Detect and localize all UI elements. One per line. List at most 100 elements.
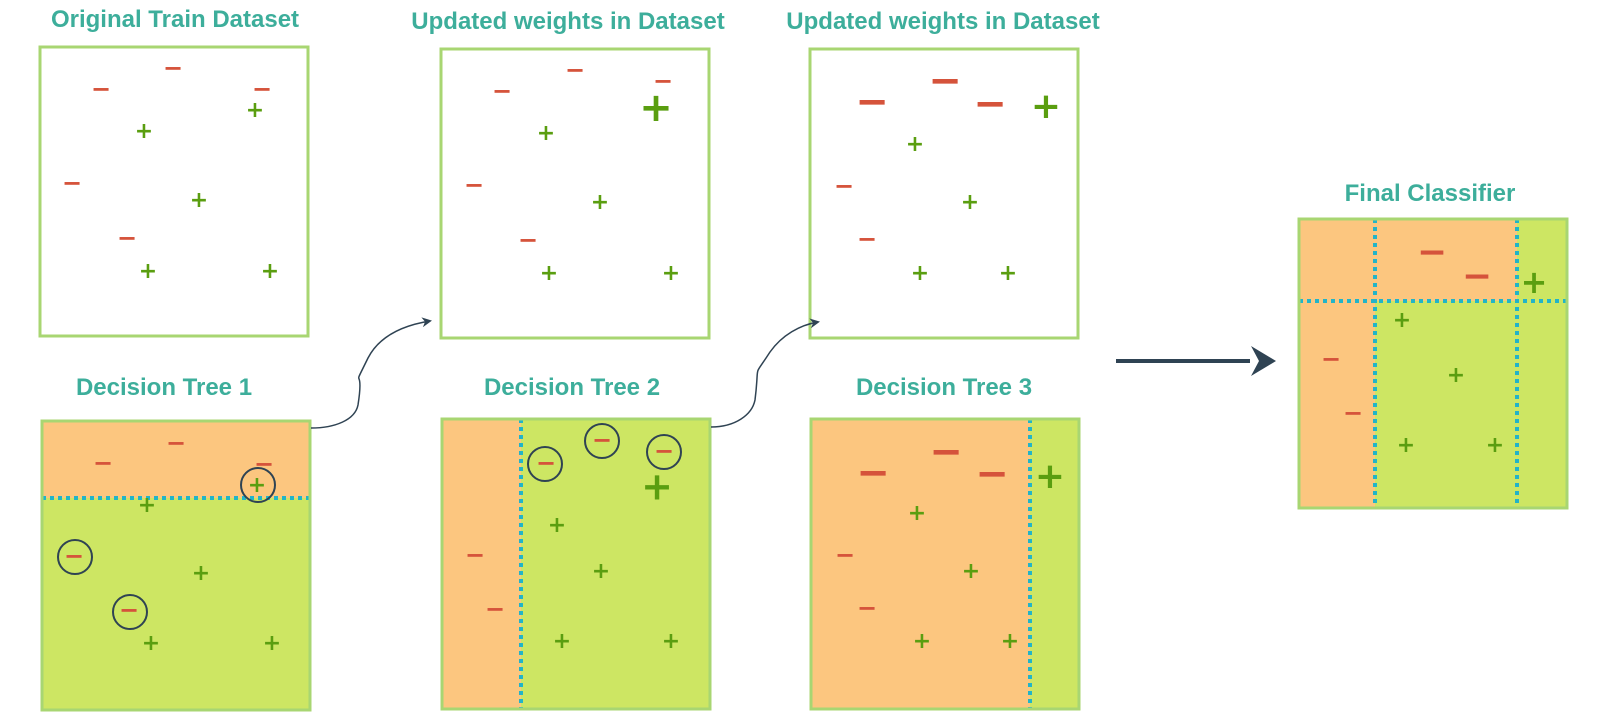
region-negative bbox=[42, 421, 310, 498]
positive-point: + bbox=[246, 98, 264, 123]
positive-point-weighted: + bbox=[641, 465, 673, 509]
misclassified-circle bbox=[112, 594, 148, 630]
title-decision-tree-3: Decision Tree 3 bbox=[856, 374, 1032, 401]
negative-point: − bbox=[464, 171, 484, 199]
positive-point: + bbox=[592, 559, 610, 584]
positive-point: + bbox=[591, 190, 609, 215]
positive-point: + bbox=[138, 493, 156, 518]
flow-arrow-tree-1-to-weights-1 bbox=[310, 317, 432, 429]
panel-original-train-dataset bbox=[38, 45, 310, 338]
positive-point: + bbox=[142, 631, 160, 656]
flow-arrow-tree-2-to-weights-2 bbox=[710, 318, 820, 428]
points-original: − − − + + − + − + + bbox=[62, 54, 279, 284]
regions-final bbox=[1299, 219, 1566, 507]
negative-point: − bbox=[163, 54, 183, 82]
negative-point-weighted: − bbox=[928, 58, 962, 104]
negative-point: − bbox=[64, 542, 84, 570]
positive-point: + bbox=[263, 631, 281, 656]
title-decision-tree-1: Decision Tree 1 bbox=[76, 374, 252, 401]
negative-point: − bbox=[1343, 399, 1363, 427]
positive-point: + bbox=[192, 561, 210, 586]
region-positive bbox=[1517, 219, 1566, 301]
regions-tree-1 bbox=[42, 421, 310, 710]
positive-point: + bbox=[248, 473, 266, 498]
panel-final-classifier bbox=[1297, 217, 1569, 510]
panel-updated-weights-1 bbox=[439, 47, 711, 340]
positive-point: + bbox=[261, 259, 279, 284]
negative-point: − bbox=[485, 595, 505, 623]
negative-point-weighted: − bbox=[1462, 256, 1492, 297]
positive-point: + bbox=[999, 261, 1017, 286]
negative-point: − bbox=[1321, 345, 1341, 373]
points-decision-tree-3: − − − + + − + − + + bbox=[835, 429, 1065, 654]
negative-point: − bbox=[592, 426, 612, 454]
regions-tree-2 bbox=[442, 419, 709, 709]
positive-point: + bbox=[962, 559, 980, 584]
positive-point: + bbox=[908, 501, 926, 526]
positive-point: + bbox=[540, 261, 558, 286]
positive-point: + bbox=[906, 132, 924, 157]
positive-point: + bbox=[537, 121, 555, 146]
negative-point-weighted: − bbox=[855, 79, 889, 125]
misclassified-circle bbox=[57, 539, 93, 575]
negative-point-weighted: − bbox=[973, 81, 1007, 127]
regions-tree-3 bbox=[811, 419, 1079, 709]
negative-point-weighted: − bbox=[929, 429, 963, 475]
negative-point: − bbox=[835, 541, 855, 569]
panel-decision-tree-2 bbox=[440, 417, 712, 711]
negative-point-weighted: − bbox=[856, 450, 890, 496]
positive-point: + bbox=[1447, 363, 1465, 388]
negative-point: − bbox=[492, 77, 512, 105]
positive-point: + bbox=[1001, 629, 1019, 654]
negative-point: − bbox=[653, 67, 673, 95]
positive-point-weighted: + bbox=[1031, 86, 1061, 127]
positive-point: + bbox=[190, 188, 208, 213]
positive-point: + bbox=[961, 190, 979, 215]
region-positive bbox=[521, 419, 709, 709]
negative-point: − bbox=[117, 224, 137, 252]
negative-point: − bbox=[465, 541, 485, 569]
flow-arrow-head bbox=[1251, 346, 1276, 376]
points-final-classifier: − − + + − + − + + bbox=[1321, 232, 1547, 458]
positive-point: + bbox=[913, 629, 931, 654]
positive-point: + bbox=[1486, 433, 1504, 458]
region-negative bbox=[442, 419, 521, 709]
misclassified-circle bbox=[584, 423, 620, 459]
positive-point-weighted: + bbox=[1521, 263, 1548, 301]
negative-point: − bbox=[518, 226, 538, 254]
positive-point: + bbox=[553, 629, 571, 654]
positive-point-weighted: + bbox=[1035, 456, 1065, 497]
negative-point: − bbox=[536, 449, 556, 477]
title-original-train-dataset: Original Train Dataset bbox=[51, 6, 299, 33]
title-updated-weights-1: Updated weights in Dataset bbox=[411, 8, 724, 35]
positive-point: + bbox=[135, 119, 153, 144]
negative-point: − bbox=[93, 449, 113, 477]
positive-point-weighted: + bbox=[639, 85, 673, 131]
points-decision-tree-2: − − − + + − + − + + bbox=[465, 423, 682, 654]
misclassified-circle bbox=[240, 467, 276, 503]
panel-decision-tree-3 bbox=[809, 417, 1081, 711]
negative-point: − bbox=[119, 596, 139, 624]
misclassified-circle bbox=[646, 434, 682, 470]
points-updated-weights-1: − − − + + − + − + + bbox=[464, 56, 680, 286]
positive-point: + bbox=[662, 629, 680, 654]
negative-point: − bbox=[166, 429, 186, 457]
region-positive bbox=[42, 498, 310, 710]
negative-point-weighted: − bbox=[1417, 232, 1447, 273]
positive-point: + bbox=[1393, 308, 1411, 333]
panel-updated-weights-2 bbox=[808, 47, 1080, 340]
positive-point: + bbox=[911, 261, 929, 286]
points-updated-weights-2: − − − + + − + − + + bbox=[834, 58, 1061, 286]
negative-point-weighted: − bbox=[975, 451, 1009, 497]
region-negative bbox=[1299, 219, 1517, 301]
negative-point: − bbox=[565, 56, 585, 84]
negative-point: − bbox=[252, 75, 272, 103]
positive-point: + bbox=[548, 513, 566, 538]
region-positive bbox=[1030, 419, 1079, 709]
title-decision-tree-2: Decision Tree 2 bbox=[484, 374, 660, 401]
negative-point: − bbox=[834, 172, 854, 200]
negative-point: − bbox=[91, 75, 111, 103]
title-final-classifier: Final Classifier bbox=[1345, 180, 1516, 207]
negative-point: − bbox=[857, 225, 877, 253]
